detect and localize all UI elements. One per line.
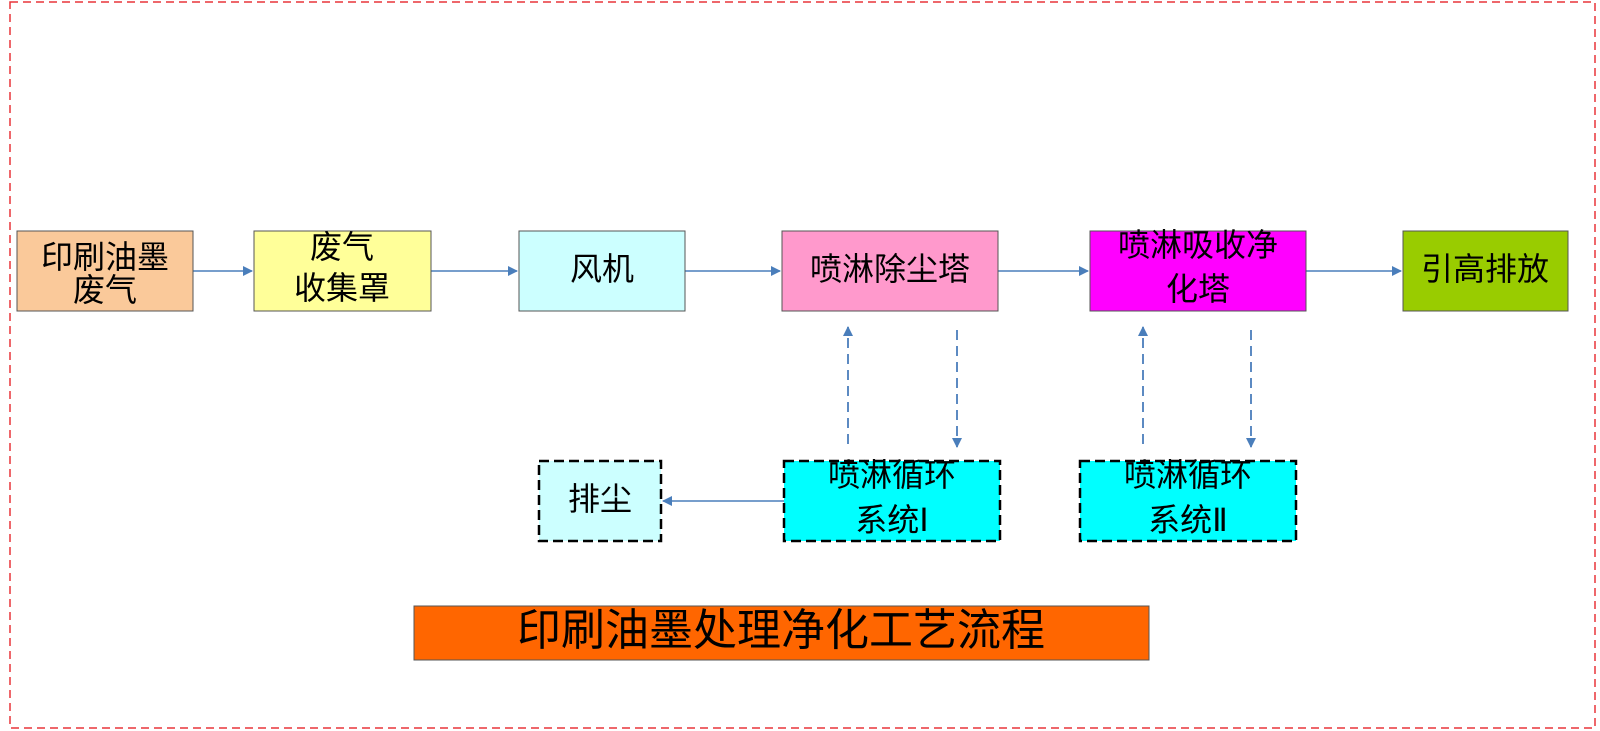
node-waste-gas-box [16,230,194,312]
node-spray-system-2-line2: 系统Ⅱ [1148,501,1228,539]
node-hood-line2: 收集罩 [294,269,390,307]
node-fan-box [518,230,686,312]
node-spray-system-1-line1: 喷淋循环 [828,456,956,494]
node-spray-system-1-line2: 系统Ⅰ [855,501,928,539]
node-absorb-tower: 喷淋吸收净 化塔 [1089,226,1307,312]
node-waste-gas: 印刷油墨 废气 [16,230,194,312]
node-dust-out-box [537,459,663,543]
diagram-title-box [413,605,1150,661]
node-discharge-box [1402,230,1569,312]
node-fan-label: 风机 [570,250,634,288]
node-absorb-tower-line1: 喷淋吸收净 [1118,226,1278,264]
node-dust-tower-label: 喷淋除尘塔 [810,250,970,288]
node-spray-system-2: 喷淋循环 系统Ⅱ [1078,456,1298,543]
node-waste-gas-line2: 废气 [73,271,137,309]
node-dust-out-label: 排尘 [568,480,632,518]
node-discharge-label: 引高排放 [1421,250,1549,288]
node-hood-box [253,230,432,312]
node-dust-tower-box [781,230,999,312]
node-absorb-tower-line2: 化塔 [1166,270,1230,308]
diagram-border [9,1,1596,729]
node-dust-out: 排尘 [537,459,663,543]
node-spray-system-1: 喷淋循环 系统Ⅰ [782,456,1002,543]
node-fan: 风机 [518,230,686,312]
node-dust-tower: 喷淋除尘塔 [781,230,999,312]
node-waste-gas-line1: 印刷油墨 [41,238,169,276]
node-discharge: 引高排放 [1402,230,1569,312]
diagram-title: 印刷油墨处理净化工艺流程 [413,605,1150,661]
node-absorb-tower-box [1089,230,1307,312]
node-hood-line1: 废气 [310,228,374,266]
node-spray-system-2-box [1078,459,1298,543]
diagram-title-text: 印刷油墨处理净化工艺流程 [517,605,1045,656]
node-hood: 废气 收集罩 [253,228,432,312]
node-spray-system-2-line1: 喷淋循环 [1124,456,1252,494]
node-spray-system-1-box [782,459,1002,543]
